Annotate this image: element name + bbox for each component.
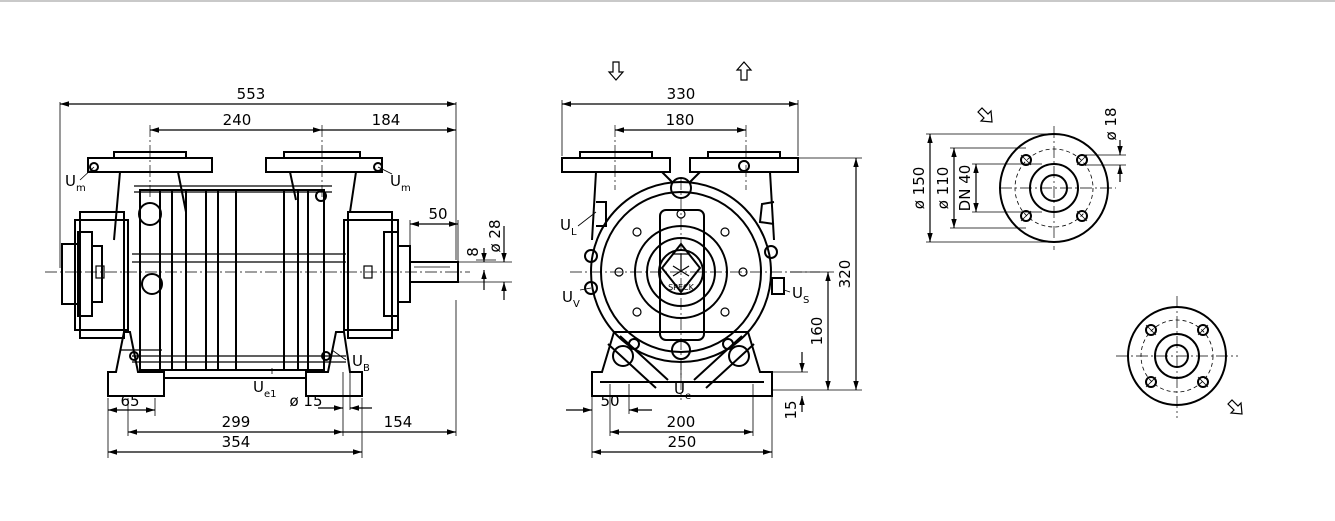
label-ul: UL: [560, 216, 577, 238]
dim-foot-width: 65: [120, 392, 139, 410]
dim-shaft-height: 160: [808, 317, 826, 346]
speck-logo-icon: [660, 242, 702, 294]
dim-foot-hole-span: 200: [667, 413, 696, 431]
label-ub: UB: [352, 352, 370, 374]
flange-detail-bottom: [1116, 296, 1243, 418]
dim-bolt-circle: ø 110: [934, 167, 952, 210]
top-border: [0, 0, 1335, 2]
dim-flange-offset: 184: [372, 111, 401, 129]
dim-base-length: 354: [222, 433, 251, 451]
dim-overall-length: 553: [237, 85, 266, 103]
dim-shaft-diameter: ø 28: [486, 219, 504, 252]
flange-outlet-arrow-icon: [1227, 399, 1243, 415]
inlet-arrow-icon: [607, 61, 625, 81]
side-view: [45, 101, 512, 458]
label-ue1: Ue1: [253, 378, 277, 400]
dim-overall-height: 320: [836, 260, 854, 289]
label-us: US: [792, 284, 809, 306]
flange-detail-top: [926, 107, 1126, 250]
dim-shaft-key: 8: [464, 247, 482, 257]
end-view: [561, 61, 862, 458]
label-um-right: Um: [390, 172, 411, 194]
dim-flange-outer: ø 150: [910, 167, 928, 210]
connection-labels: Um Um Ue1 UB UL UV US Ue SPECK: [65, 172, 809, 402]
dimension-labels: 553 240 184 50 8 ø 28 65 ø 15 299 154 35…: [120, 85, 1120, 451]
dim-end-flange-spacing: 180: [666, 111, 695, 129]
dim-end-foot-width: 250: [668, 433, 697, 451]
dim-base-span: 299: [222, 413, 251, 431]
outlet-arrow-icon: [735, 61, 753, 81]
dim-shaft-length: 50: [428, 205, 447, 223]
dim-end-overall-width: 330: [667, 85, 696, 103]
label-ue: Ue: [674, 380, 691, 402]
label-um-left: Um: [65, 172, 86, 194]
dim-flange-spacing: 240: [223, 111, 252, 129]
dim-nominal-diameter: DN 40: [956, 165, 974, 212]
dim-foot-offset: 50: [600, 392, 619, 410]
label-uv: UV: [562, 288, 580, 310]
flange-inlet-arrow-icon: [977, 107, 993, 123]
speck-logo-text: SPECK: [668, 283, 695, 292]
dim-shaft-end: 154: [384, 413, 413, 431]
dim-bolt-hole: ø 18: [1102, 107, 1120, 140]
dim-foot-thickness: 15: [782, 400, 800, 419]
dim-hole-diameter: ø 15: [289, 392, 322, 410]
